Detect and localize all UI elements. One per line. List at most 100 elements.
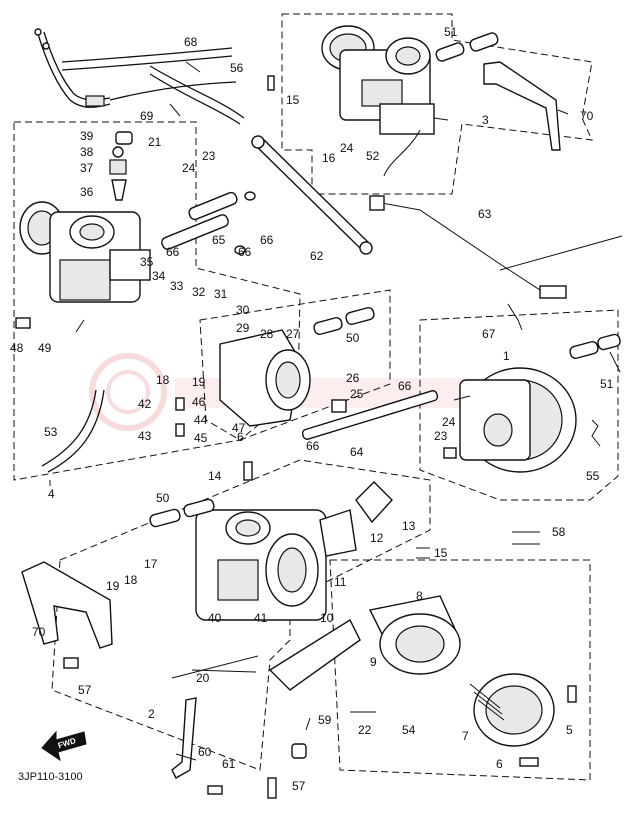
- callout-c50a: 50: [346, 331, 360, 345]
- callout-c59: 59: [318, 713, 332, 727]
- callout-c26: 26: [346, 371, 360, 385]
- callout-c12: 12: [370, 531, 384, 545]
- callout-c42: 42: [138, 397, 152, 411]
- callout-c21: 21: [148, 135, 162, 149]
- callout-c6a: 6: [237, 430, 244, 444]
- callout-c60: 60: [198, 745, 212, 759]
- callout-c24a: 24: [182, 161, 196, 175]
- callout-c3: 3: [482, 113, 489, 127]
- callout-c23b: 23: [434, 429, 448, 443]
- part-50-mid: [313, 307, 375, 335]
- callout-c49: 49: [38, 341, 52, 355]
- callout-c34: 34: [152, 269, 166, 283]
- callout-c23a: 23: [202, 149, 216, 163]
- callout-c44: 44: [194, 413, 208, 427]
- callout-c57a: 57: [78, 683, 92, 697]
- callout-c56: 56: [230, 61, 244, 75]
- callout-labels: 1 2 3 4 5 6 6 7 8 9 10 11 12 13 14 15 15…: [10, 25, 614, 793]
- callout-c17: 17: [144, 557, 158, 571]
- callout-c66d: 66: [398, 379, 412, 393]
- callout-c4: 4: [48, 487, 55, 501]
- callout-c2: 2: [148, 707, 155, 721]
- callout-c33: 33: [170, 279, 184, 293]
- group-4-boundary: [13, 121, 301, 481]
- callout-c15b: 15: [434, 546, 448, 560]
- link-rod-62: [250, 135, 373, 255]
- callout-c66e: 66: [306, 439, 320, 453]
- callout-c6b: 6: [496, 757, 503, 771]
- callout-c50b: 50: [156, 491, 170, 505]
- callout-c5: 5: [566, 723, 573, 737]
- callout-c9: 9: [370, 655, 377, 669]
- callout-c36: 36: [80, 185, 94, 199]
- callout-c7: 7: [462, 729, 469, 743]
- callout-c47: 47: [232, 421, 246, 435]
- callout-c24b: 24: [340, 141, 354, 155]
- group-1-boundary: [419, 309, 619, 501]
- callout-c55: 55: [586, 469, 600, 483]
- callout-c66a: 66: [166, 245, 180, 259]
- callout-c65: 65: [212, 233, 226, 247]
- callout-c25: 25: [350, 387, 364, 401]
- callout-c8: 8: [416, 589, 423, 603]
- callout-c32: 32: [192, 285, 206, 299]
- callout-c40: 40: [208, 611, 222, 625]
- callout-c70b: 70: [32, 625, 46, 639]
- callout-c18a: 18: [156, 373, 170, 387]
- tube-64: [301, 390, 439, 440]
- cable-63: [369, 195, 623, 299]
- callout-c66b: 66: [238, 245, 252, 259]
- callout-c57b: 57: [292, 779, 306, 793]
- cover-7: [469, 673, 555, 747]
- bracket-70-top: [483, 61, 561, 151]
- callout-c51a: 51: [444, 25, 458, 39]
- group-6-boundary: [199, 289, 391, 441]
- callout-c19b: 19: [106, 579, 120, 593]
- callout-c43: 43: [138, 429, 152, 443]
- part-51-top: [435, 32, 499, 62]
- callout-c1: 1: [503, 349, 510, 363]
- callout-c24c: 24: [442, 415, 456, 429]
- callout-c28: 28: [260, 327, 274, 341]
- callout-c35: 35: [140, 255, 154, 269]
- tube-set-65: [161, 191, 256, 255]
- callout-c38: 38: [80, 145, 94, 159]
- piston-diaphragm: [368, 595, 461, 675]
- callout-c45: 45: [194, 431, 208, 445]
- bracket-60: [171, 697, 197, 779]
- leader-lines: [49, 61, 621, 761]
- part-50-lower: [149, 498, 215, 528]
- screw-parts: [15, 75, 577, 799]
- group-5-boundary: [329, 559, 591, 781]
- callout-c15a: 15: [286, 93, 300, 107]
- callout-c67: 67: [482, 327, 496, 341]
- callout-c19a: 19: [192, 375, 206, 389]
- callout-c10: 10: [320, 611, 334, 625]
- callout-c54: 54: [402, 723, 416, 737]
- callout-c16: 16: [322, 151, 336, 165]
- callout-c58: 58: [552, 525, 566, 539]
- callout-c51b: 51: [600, 377, 614, 391]
- callout-c69: 69: [140, 109, 154, 123]
- callout-c68: 68: [184, 35, 198, 49]
- callout-c37: 37: [80, 161, 94, 175]
- carburetor-assembly-1: [459, 303, 621, 473]
- callout-c62: 62: [310, 249, 324, 263]
- callout-c46: 46: [192, 395, 206, 409]
- callout-c31: 31: [214, 287, 228, 301]
- callout-c66c: 66: [260, 233, 274, 247]
- carburetor-assembly-3: [321, 25, 435, 177]
- hose-53: [41, 389, 105, 473]
- fwd-direction-arrow: FWD: [41, 730, 87, 762]
- callout-c53: 53: [44, 425, 58, 439]
- callout-c48: 48: [10, 341, 24, 355]
- callout-c13: 13: [402, 519, 416, 533]
- callout-c30: 30: [236, 303, 250, 317]
- bracket-plate-10: [268, 618, 361, 691]
- bracket-70-left: [21, 561, 113, 649]
- callout-c22: 22: [358, 723, 372, 737]
- callout-c61: 61: [222, 757, 236, 771]
- carburetor-6-parts: [219, 329, 347, 427]
